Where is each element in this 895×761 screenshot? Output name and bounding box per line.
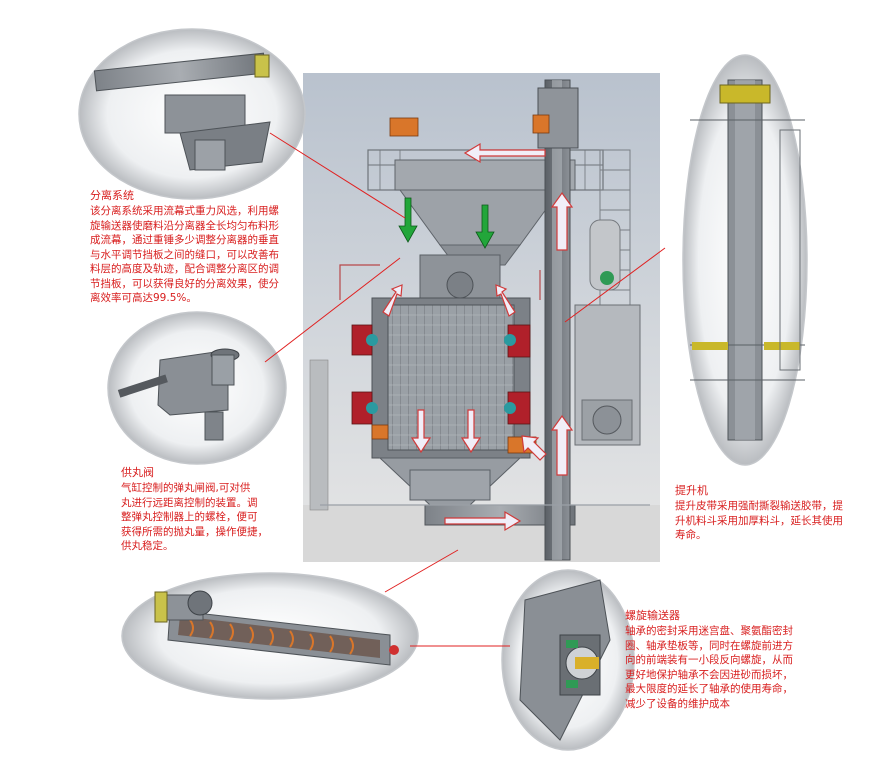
- detail-feed-valve: [107, 311, 287, 465]
- feed-valve-title: 供丸阀: [121, 466, 154, 479]
- detail-separator: [78, 28, 306, 200]
- detail-screw-conveyor: [121, 572, 419, 700]
- separation-title: 分离系统: [90, 189, 134, 202]
- material-flow-arrows: [382, 142, 574, 532]
- elevator-description: 提升皮带采用强耐撕裂输送胶带，提 升机料斗采用加厚料斗，延长其使用 寿命。: [675, 500, 843, 541]
- detail-bearing: [501, 569, 635, 751]
- feed-valve-description: 气缸控制的弹丸闸阀,可对供 丸进行远距离控制的装置。调 整弹丸控制器上的螺栓，便…: [121, 482, 268, 552]
- machine-panel: [303, 73, 660, 562]
- detail-elevator: [682, 54, 808, 466]
- feed-arrows: [398, 197, 495, 249]
- screw-conveyor-title: 螺旋输送器: [625, 609, 680, 622]
- screw-conveyor-description: 轴承的密封采用迷宫盘、聚氨酯密封 圈、轴承垫板等，同时在螺旋前进方 向的前端装有…: [625, 625, 793, 710]
- separation-description: 该分离系统采用流幕式重力风选，利用螺 旋输送器使磨料沿分离器全长均匀布料形 成流…: [90, 205, 279, 304]
- elevator-title: 提升机: [675, 484, 708, 497]
- leader-lines: [264, 132, 666, 647]
